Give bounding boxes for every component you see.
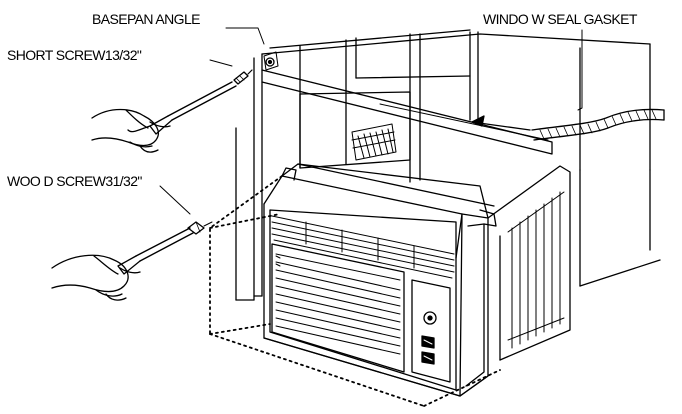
short-screw-label: SHORT SCREW13/32" xyxy=(7,47,142,63)
hand-screwdriver-lower xyxy=(52,228,193,300)
control-panel xyxy=(422,312,436,364)
wood-screw-label: WOO D SCREW31/32" xyxy=(7,173,142,189)
top-vent-grille xyxy=(352,124,396,160)
side-fins xyxy=(508,192,564,348)
dotted-cabinet-outline xyxy=(210,176,500,406)
rotary-knob-icon xyxy=(424,312,436,324)
hand-screwdriver-upper xyxy=(92,82,236,152)
short-screw xyxy=(210,60,252,84)
wood-screw xyxy=(160,186,212,234)
air-conditioner-unit xyxy=(264,164,570,396)
lower-grille-slats xyxy=(276,254,400,354)
basepan-angle-label: BASEPAN ANGLE xyxy=(92,11,200,27)
basepan-angle-leader xyxy=(226,28,278,70)
window-seal-gasket-label: WINDO W SEAL GASKET xyxy=(483,11,637,27)
upper-louvers xyxy=(272,216,454,278)
window-seal-gasket xyxy=(472,30,664,140)
